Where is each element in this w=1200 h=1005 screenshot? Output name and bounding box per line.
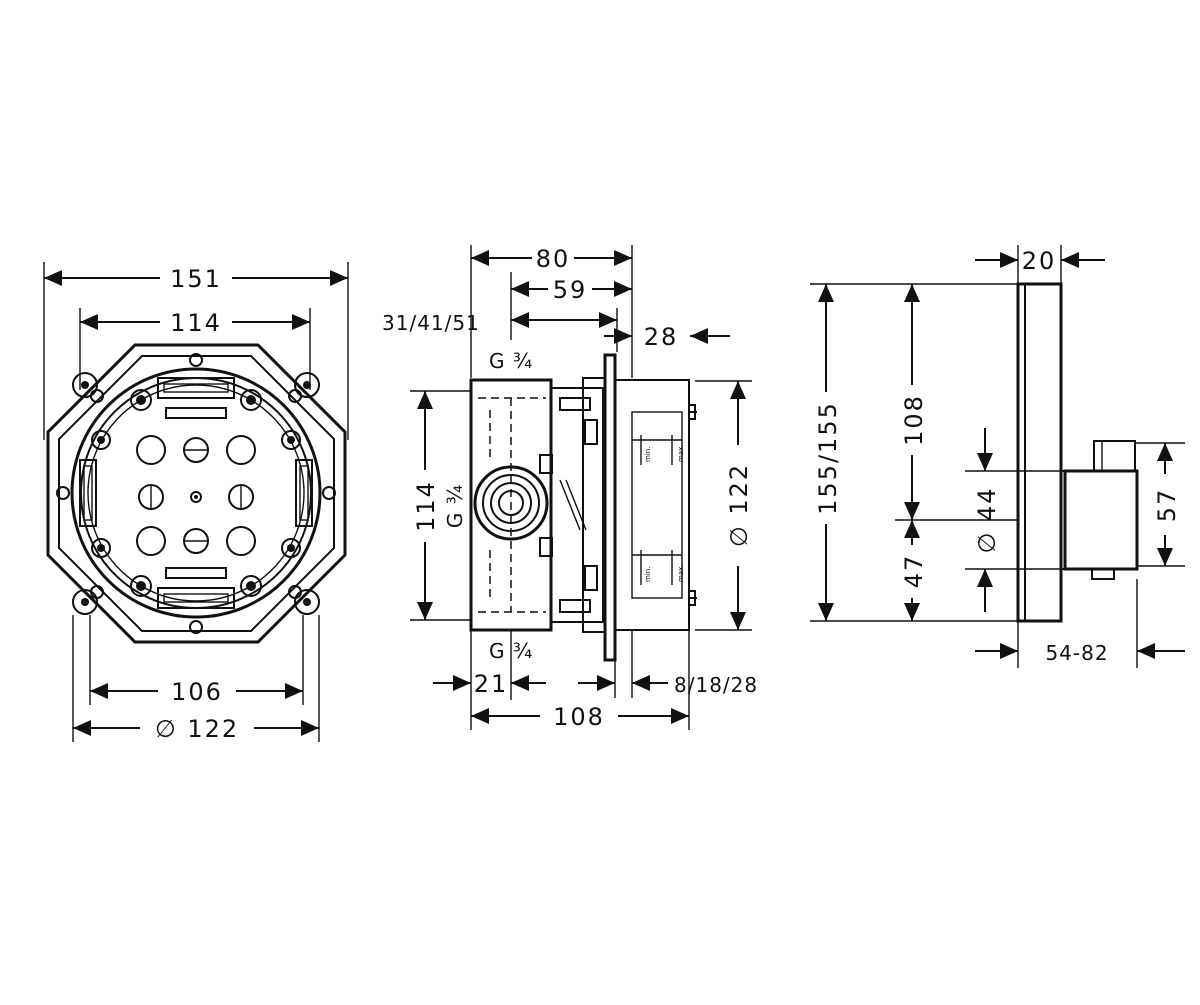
dim-155: 155/155: [814, 284, 842, 621]
thread-label-top: G ¾: [489, 349, 533, 373]
dim-59: 59: [510, 272, 632, 340]
dim-diameter: ∅ 122: [72, 615, 320, 743]
trim-view: 20 155/155 108: [810, 245, 1185, 668]
dim-bottom-width-label: 106: [171, 678, 223, 706]
dim-57-label: 57: [1153, 488, 1181, 523]
dim-trim-108-label: 108: [900, 394, 928, 446]
dim-diameter-label: ∅ 122: [155, 715, 239, 743]
dim-114-label: 114: [412, 480, 440, 532]
screw-bosses: [56, 353, 336, 634]
dim-44-label: ∅ 44: [973, 486, 1001, 553]
dim-155-label: 155/155: [814, 401, 842, 515]
dim-31-41-51-label: 31/41/51: [382, 311, 480, 335]
dim-trim-108: 108: [895, 284, 1018, 521]
dim-114: 114 G ¾: [410, 390, 471, 621]
dim-80: 80: [470, 245, 633, 378]
dim-31-41-51: 31/41/51: [382, 308, 618, 352]
dim-21-label: 21: [474, 670, 509, 698]
dim-inner-width-label: 114: [170, 309, 222, 337]
dim-20: 20: [975, 245, 1105, 285]
dim-54-82: 54-82: [975, 579, 1185, 668]
dim-side-108-label: 108: [553, 703, 605, 731]
min-label-top: min.: [644, 447, 652, 462]
dim-side-diameter-label: ∅ 122: [725, 463, 753, 547]
side-view: 80 59 31/41/51 28 G ¾ G ¾: [382, 245, 758, 731]
dim-59-label: 59: [553, 276, 588, 304]
dim-47: 47: [900, 520, 928, 621]
dim-8-18-28: 8/18/28: [578, 630, 758, 698]
dim-outer-width-label: 151: [170, 265, 222, 293]
max-label-bottom: max.: [677, 565, 685, 582]
dim-20-label: 20: [1022, 247, 1057, 275]
dim-inner-width: 114: [79, 308, 311, 390]
dim-57: 57: [1135, 442, 1185, 567]
dim-outer-width: 151: [43, 262, 349, 440]
dim-54-82-label: 54-82: [1045, 641, 1108, 665]
thread-label-side: G ¾: [443, 484, 467, 528]
dim-28-label: 28: [644, 323, 679, 351]
front-view: 151 114: [43, 262, 349, 743]
dim-47-label: 47: [900, 554, 928, 589]
dim-side-diameter: ∅ 122: [695, 380, 753, 631]
max-label-top: max.: [677, 445, 685, 462]
dim-21: 21: [433, 630, 546, 730]
dim-80-label: 80: [536, 245, 571, 273]
dim-28: 28: [604, 323, 730, 351]
dim-bottom-width: 106: [89, 615, 304, 706]
hole-pattern: [136, 435, 256, 556]
dim-44: ∅ 44: [965, 428, 1065, 612]
mounting-ears: [72, 372, 320, 615]
dim-8-18-28-label: 8/18/28: [674, 673, 758, 697]
dim-side-108: 108: [471, 630, 690, 731]
brackets: [79, 377, 313, 609]
min-label-bottom: min.: [644, 567, 652, 582]
